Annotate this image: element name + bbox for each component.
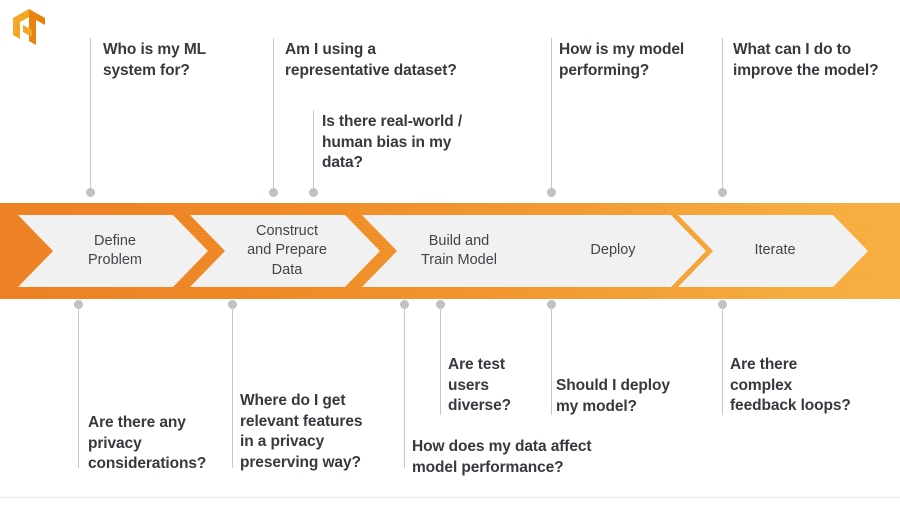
note-am-i-using-a-representative-dataset: Am I using a representative dataset?: [285, 41, 457, 79]
connector-line-above-5: [722, 38, 723, 193]
connector-dot-above-2: [269, 188, 278, 197]
ml-pipeline-banner: Define Problem Construct and Prepare Dat…: [0, 203, 900, 299]
pipeline-stage-iterate[interactable]: Iterate: [678, 215, 868, 287]
connector-dot-above-3: [309, 188, 318, 197]
connector-line-above-2: [273, 38, 274, 193]
note-is-there-real-world-human-bias: Is there real-world / human bias in my d…: [322, 113, 463, 172]
pipeline-stage-define-problem[interactable]: Define Problem: [18, 215, 208, 287]
note-who-is-my-ml-system-for: Who is my ML system for?: [103, 41, 206, 79]
pipeline-stage-label: Deploy: [590, 242, 636, 259]
connector-line-above-3: [313, 110, 314, 193]
note-where-do-i-get-relevant-features: Where do I get relevant features in a pr…: [240, 392, 363, 471]
connector-line-below-1: [78, 305, 79, 468]
note-are-there-complex-feedback-loops: Are there complex feedback loops?: [730, 356, 851, 415]
connector-dot-below-2: [228, 300, 237, 309]
pipeline-stage-label: Iterate: [754, 242, 796, 259]
tensorflow-logo: [12, 8, 46, 46]
connector-line-below-5: [551, 305, 552, 415]
connector-line-below-6: [722, 305, 723, 415]
pipeline-stage-construct-prepare-data[interactable]: Construct and Prepare Data: [190, 215, 380, 287]
connector-line-below-3: [404, 305, 405, 468]
connector-dot-below-5: [547, 300, 556, 309]
pipeline-stage-label: Construct and Prepare Data: [247, 223, 327, 278]
note-are-test-users-diverse: Are test users diverse?: [448, 356, 511, 415]
connector-line-above-1: [90, 38, 91, 193]
connector-dot-below-3: [400, 300, 409, 309]
note-should-i-deploy-my-model: Should I deploy my model?: [556, 377, 670, 415]
connector-dot-above-5: [718, 188, 727, 197]
connector-dot-below-1: [74, 300, 83, 309]
pipeline-stage-build-train-model[interactable]: Build and Train Model: [362, 215, 552, 287]
connector-dot-above-1: [86, 188, 95, 197]
connector-line-below-4: [440, 305, 441, 415]
note-what-can-i-do-to-improve-the-model: What can I do to improve the model?: [733, 41, 879, 79]
pipeline-stage-label: Build and Train Model: [420, 232, 498, 268]
note-are-there-any-privacy-considerations: Are there any privacy considerations?: [88, 414, 207, 473]
bottom-divider: [0, 497, 900, 498]
connector-dot-below-6: [718, 300, 727, 309]
connector-dot-above-4: [547, 188, 556, 197]
connector-dot-below-4: [436, 300, 445, 309]
connector-line-below-2: [232, 305, 233, 468]
note-how-is-my-model-performing: How is my model performing?: [559, 41, 685, 79]
note-how-does-my-data-affect-model-performance: How does my data affect model performanc…: [412, 438, 592, 476]
connector-line-above-4: [551, 38, 552, 193]
pipeline-stage-label: Define Problem: [88, 232, 142, 268]
